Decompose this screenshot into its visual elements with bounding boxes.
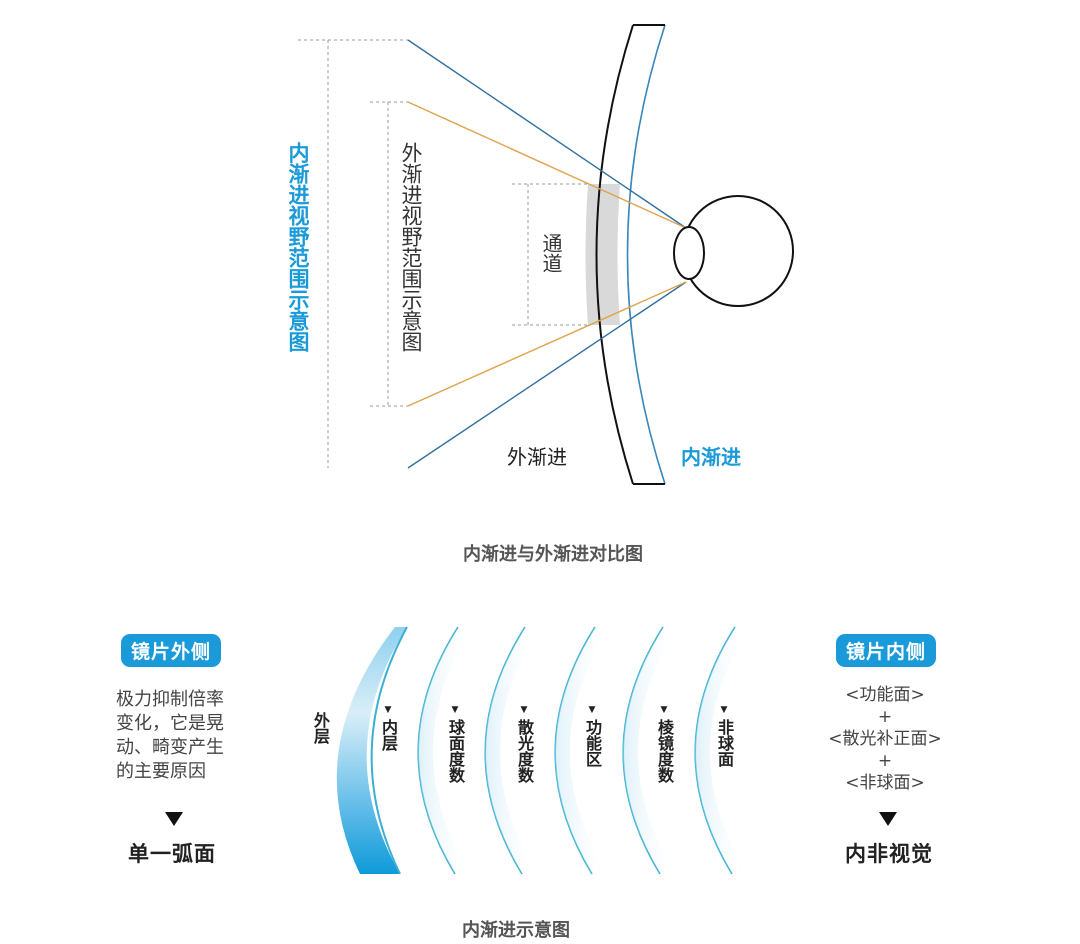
left-result: 单一弧面 — [128, 842, 216, 866]
outer-ray-top — [407, 101, 687, 229]
lens-outer-side-badge: 镜片外侧 — [121, 634, 222, 667]
layer-label-inner: ▼内层 — [379, 705, 398, 751]
triangle-marker-icon: ▼ — [450, 705, 460, 715]
triangle-marker-icon: ▼ — [587, 705, 597, 715]
outer-fov-bracket — [370, 101, 408, 407]
down-arrow-icon — [879, 812, 897, 826]
channel-bracket — [512, 183, 588, 326]
eye-lens — [673, 226, 705, 280]
channel-shade — [585, 184, 620, 325]
arc-glows — [418, 627, 749, 874]
triangle-marker-icon: ▼ — [719, 705, 729, 715]
layer-label-aspheric: ▼非球面 — [715, 705, 734, 767]
lens-outer-side-description: 极力抑制倍率 变化，它是晃 动、畸变产生 的主要原因 — [116, 689, 224, 782]
inner-ray-top — [407, 39, 687, 229]
lens-inner-side-description: <功能面> + <散光补正面> + <非球面> — [828, 685, 942, 793]
bottom-caption: 内渐进示意图 — [462, 920, 570, 941]
lens-outer-surface — [595, 24, 634, 485]
inner-fov-label: 内渐进视野范围示意图 — [286, 142, 310, 352]
lens-inner-side-badge: 镜片内侧 — [836, 634, 937, 667]
lens-inner-surface — [626, 24, 666, 485]
outer-fov-label: 外渐进视野范围示意图 — [399, 142, 423, 352]
layer-label-function-zone: ▼功能区 — [583, 705, 602, 767]
outer-layer-label: 外层 — [311, 712, 330, 744]
right-result: 内非视觉 — [845, 842, 933, 866]
inner-layer-arc — [370, 626, 408, 875]
layer-label-sphere: ▼球面度数 — [446, 705, 465, 783]
outer-progressive-label: 外渐进 — [507, 445, 567, 469]
outer-layer-band — [336, 627, 407, 874]
channel-label: 通道 — [539, 233, 563, 273]
inner-fov-bracket — [298, 39, 408, 468]
top-caption: 内渐进与外渐进对比图 — [463, 544, 643, 565]
triangle-marker-icon: ▼ — [519, 705, 529, 715]
inner-ray-bottom — [407, 281, 687, 469]
layer-label-prism: ▼棱镜度数 — [655, 705, 674, 783]
down-arrow-icon — [165, 812, 183, 826]
outer-ray-bottom — [407, 281, 687, 407]
inner-progressive-label: 内渐进 — [681, 445, 741, 469]
layer-label-cylinder: ▼散光度数 — [515, 705, 534, 783]
triangle-marker-icon: ▼ — [659, 705, 669, 715]
triangle-marker-icon: ▼ — [383, 705, 393, 715]
